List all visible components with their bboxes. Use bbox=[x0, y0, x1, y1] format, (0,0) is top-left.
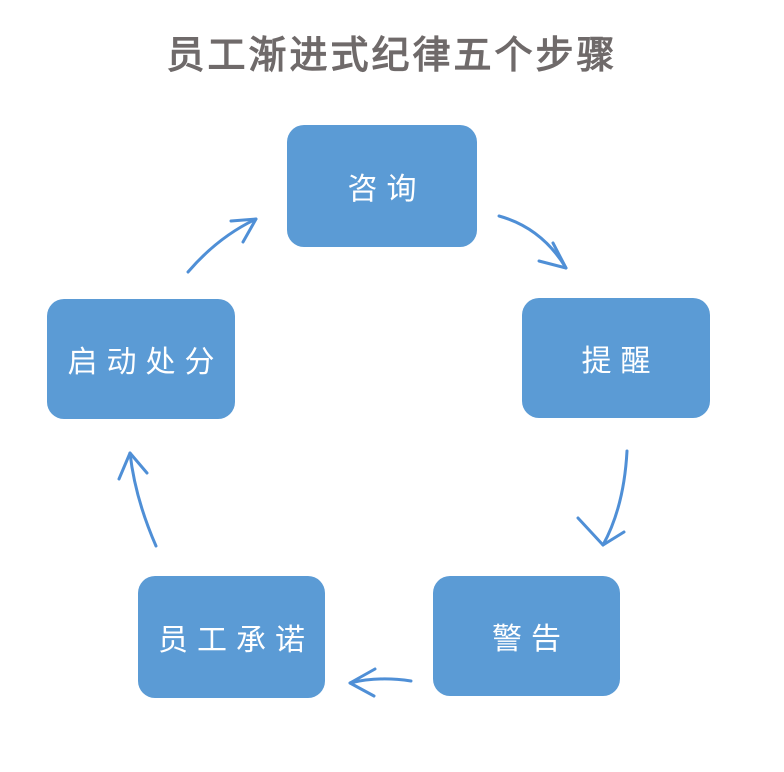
arrow-warn-to-commit bbox=[348, 667, 413, 698]
step-box-consult: 咨询 bbox=[287, 125, 477, 247]
arrow-discipline-to-consult bbox=[186, 217, 258, 274]
step-box-discipline: 启动处分 bbox=[47, 299, 235, 419]
step-box-commit: 员工承诺 bbox=[138, 576, 325, 698]
arrow-remind-to-warn bbox=[576, 449, 629, 547]
arrow-consult-to-remind bbox=[497, 214, 568, 270]
diagram-title: 员工渐进式纪律五个步骤 bbox=[166, 35, 618, 77]
step-box-warn: 警告 bbox=[433, 576, 620, 696]
arrow-commit-to-discipline bbox=[117, 451, 158, 548]
step-box-remind: 提醒 bbox=[522, 298, 710, 418]
